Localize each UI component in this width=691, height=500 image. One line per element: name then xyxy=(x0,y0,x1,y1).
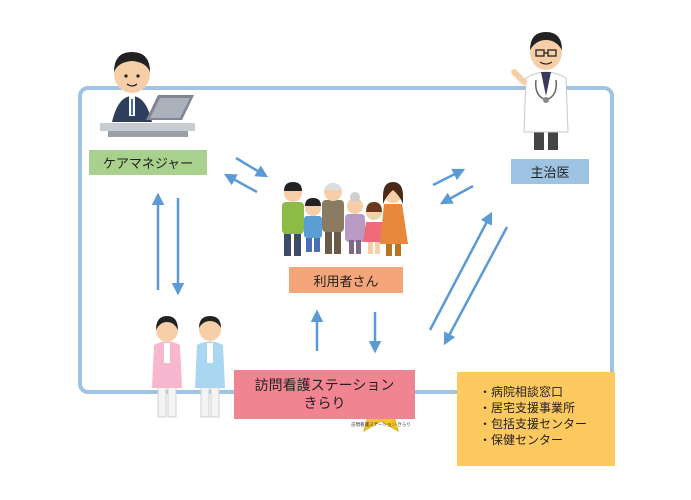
care-manager-text: ケアマネジャー xyxy=(102,157,194,172)
doctor-illustration xyxy=(511,32,569,150)
connection-arrows xyxy=(151,156,509,354)
arrow-station-to-doctor xyxy=(428,211,493,331)
user-text: 利用者さん xyxy=(313,274,379,290)
partner-item: ・包括支援センター xyxy=(479,417,588,431)
partner-organizations-box: ・病院相談窓口 ・居宅支援事業所 ・包括支援センター ・保健センター xyxy=(457,372,615,466)
partner-item: ・保健センター xyxy=(479,433,564,447)
arrow-user-to-cm xyxy=(223,173,258,194)
partner-item: ・居宅支援事業所 xyxy=(479,401,576,415)
partner-item: ・病院相談窓口 xyxy=(479,385,564,399)
nurses-illustration xyxy=(152,316,225,418)
arrow-doctor-to-user xyxy=(439,184,474,205)
doctor-label: 主治医 xyxy=(511,159,589,184)
arrow-user-to-doctor xyxy=(432,168,466,187)
family-illustration xyxy=(282,182,408,256)
station-label: 訪問看護ステーション きらり xyxy=(234,370,415,419)
arrow-doctor-to-station xyxy=(443,226,509,346)
station-name-line2: きらり xyxy=(303,395,346,412)
logo-text: 訪問看護ステーション きらり xyxy=(351,421,411,428)
care-manager-illustration xyxy=(100,52,195,137)
station-name-line1: 訪問看護ステーション xyxy=(254,377,395,394)
care-manager-label: ケアマネジャー xyxy=(89,150,207,175)
doctor-text: 主治医 xyxy=(530,166,570,181)
user-label: 利用者さん xyxy=(289,267,403,293)
arrow-cm-to-user xyxy=(235,156,269,178)
